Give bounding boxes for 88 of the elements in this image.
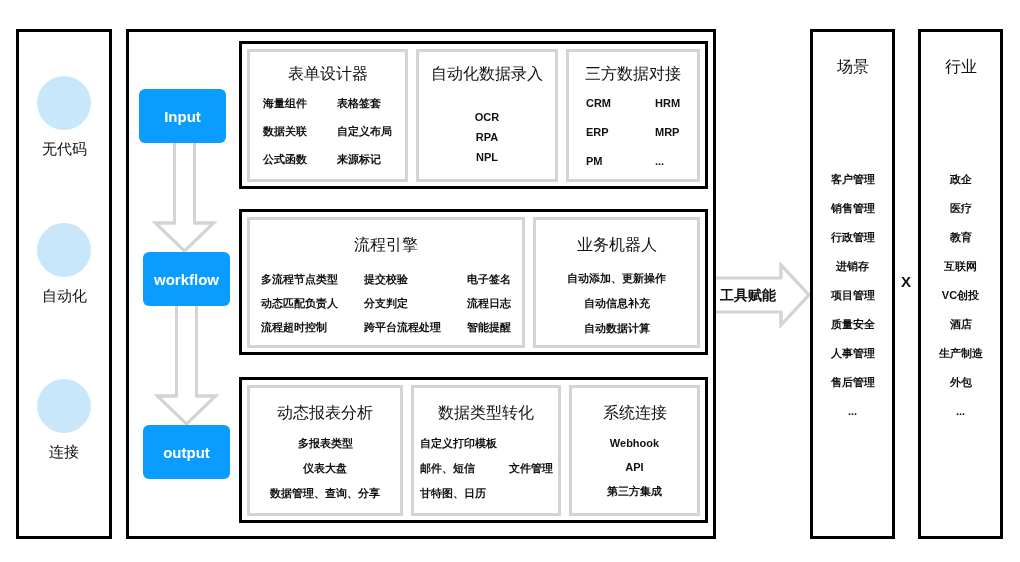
- feature-label: Webhook: [609, 436, 660, 450]
- side-panel: [16, 29, 112, 539]
- list-item: 人事管理: [830, 346, 875, 360]
- edge-label: 工具赋能: [718, 287, 777, 303]
- list-item: 质量安全: [830, 317, 875, 331]
- feature-label: 数据关联: [263, 124, 307, 138]
- group-box: [239, 41, 708, 189]
- feature-label: 表格签套: [337, 96, 381, 110]
- feature-label: 动态匹配负责人: [261, 296, 338, 310]
- circle-label: 自动化: [41, 287, 87, 305]
- list-item: 医疗: [949, 201, 972, 215]
- feature-label: ...: [655, 154, 665, 168]
- feature-label: 多报表类型: [297, 436, 353, 450]
- feature-label: 公式函数: [263, 152, 307, 166]
- feature-label: 自动数据计算: [583, 321, 650, 335]
- feature-card: [411, 385, 561, 516]
- stage-box: Input: [139, 89, 226, 143]
- feature-card: [566, 49, 700, 182]
- list-item: 外包: [949, 375, 972, 389]
- card-title: 业务机器人: [576, 235, 657, 254]
- feature-label: 流程日志: [467, 296, 511, 310]
- feature-label: 跨平台流程处理: [364, 320, 441, 334]
- list-panel: [810, 29, 895, 539]
- list-item: 客户管理: [830, 172, 875, 186]
- stage-box: workflow: [143, 252, 230, 306]
- circle-label: 连接: [49, 443, 79, 461]
- panel-title: 场景: [836, 57, 869, 76]
- card-title: 流程引擎: [354, 235, 418, 254]
- feature-card: [247, 217, 525, 348]
- feature-label: 自定义打印模板: [419, 436, 497, 450]
- feature-label: NPL: [476, 150, 498, 164]
- panel-title: 行业: [944, 57, 977, 76]
- stage-box: output: [143, 425, 230, 479]
- feature-label: 自定义布局: [337, 124, 392, 138]
- feature-label: PM: [585, 154, 603, 168]
- feature-card: [247, 385, 403, 516]
- circle-label: 无代码: [41, 140, 87, 158]
- feature-label: 文件管理: [508, 461, 553, 475]
- feature-label: OCR: [474, 110, 500, 124]
- feature-label: ERP: [585, 125, 609, 139]
- card-title: 系统连接: [602, 403, 667, 422]
- feature-label: 数据管理、查询、分享: [270, 486, 380, 500]
- feature-label: 电子签名: [467, 272, 511, 286]
- feature-label: 多流程节点类型: [261, 272, 338, 286]
- feature-card: [247, 49, 408, 182]
- feature-label: HRM: [655, 96, 681, 110]
- list-item: 行政管理: [830, 230, 875, 244]
- feature-label: 流程超时控制: [261, 320, 327, 334]
- feature-label: 智能提醒: [467, 320, 511, 334]
- list-item: ...: [847, 404, 858, 418]
- feature-label: API: [625, 460, 644, 474]
- group-box: [239, 377, 708, 523]
- list-item: 售后管理: [830, 375, 875, 389]
- feature-label: 自动添加、更新操作: [567, 271, 666, 285]
- feature-label: 邮件、短信: [419, 461, 475, 475]
- list-item: 酒店: [949, 317, 972, 331]
- feature-label: 甘特图、日历: [419, 486, 486, 500]
- feature-label: 第三方集成: [607, 484, 662, 498]
- feature-label: 海量组件: [263, 96, 307, 110]
- feature-label: RPA: [475, 130, 499, 144]
- feature-label: 提交校验: [364, 272, 408, 286]
- feature-card: [533, 217, 700, 348]
- card-title: 动态报表分析: [277, 403, 373, 422]
- list-item: 生产制造: [938, 346, 983, 360]
- card-title: 三方数据对接: [585, 64, 681, 83]
- list-panel: [918, 29, 1003, 539]
- list-item: 销售管理: [830, 201, 875, 215]
- list-item: 政企: [949, 172, 972, 186]
- main-panel: [126, 29, 716, 539]
- feature-label: 自动信息补充: [583, 296, 650, 310]
- list-item: 教育: [949, 230, 972, 244]
- list-item: 项目管理: [830, 288, 875, 302]
- card-title: 数据类型转化: [438, 403, 534, 422]
- feature-label: 分支判定: [364, 296, 408, 310]
- feature-label: 仪表大盘: [303, 461, 347, 475]
- feature-label: CRM: [585, 96, 611, 110]
- list-item: ...: [955, 404, 966, 418]
- card-title: 自动化数据录入: [431, 64, 543, 83]
- feature-label: 来源标记: [337, 152, 381, 166]
- card-title: 表单设计器: [287, 64, 368, 83]
- list-item: 进销存: [836, 259, 869, 273]
- times-sign: X: [901, 272, 911, 290]
- feature-card: [416, 49, 558, 182]
- feature-label: MRP: [655, 125, 680, 139]
- feature-card: [569, 385, 700, 516]
- group-box: [239, 209, 708, 355]
- list-item: 互联网: [944, 259, 977, 273]
- list-item: VC创投: [941, 288, 980, 302]
